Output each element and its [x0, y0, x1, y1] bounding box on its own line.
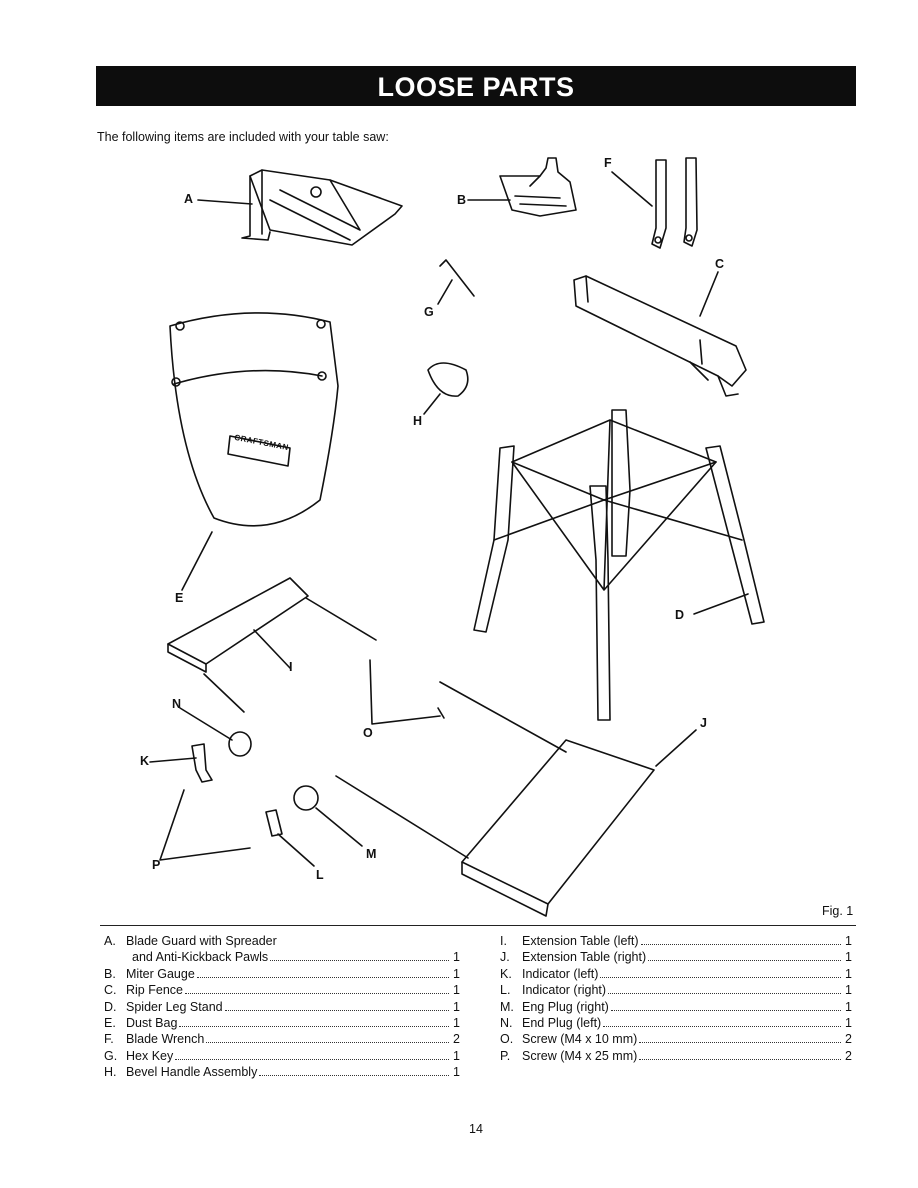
list-item: K. Indicator (left) 1	[500, 966, 852, 981]
divider	[100, 925, 856, 926]
bevel-handle-drawing	[423, 362, 469, 415]
callout-j: J	[700, 716, 707, 730]
callout-h: H	[413, 414, 423, 428]
callout-d: D	[675, 608, 685, 622]
parts-list-left: A. Blade Guard with Spreader and Anti-Ki…	[104, 933, 460, 1081]
dust-bag-drawing	[169, 312, 339, 591]
list-item: M. Eng Plug (right) 1	[500, 999, 852, 1014]
page-title: LOOSE PARTS	[96, 66, 856, 106]
end-plug-right-drawing	[293, 785, 363, 847]
list-item: F. Blade Wrench 2	[104, 1032, 460, 1047]
callout-i: I	[289, 660, 293, 674]
callout-n: N	[172, 697, 182, 711]
figure-label: Fig. 1	[822, 904, 854, 918]
list-item: C. Rip Fence 1	[104, 983, 460, 998]
callout-e: E	[175, 591, 184, 605]
list-item: A. Blade Guard with Spreader	[104, 934, 277, 948]
callout-l: L	[316, 868, 324, 882]
list-item: H. Bevel Handle Assembly 1	[104, 1065, 460, 1080]
parts-list-right: I. Extension Table (left) 1 J. Extension…	[500, 933, 852, 1064]
spider-leg-stand-drawing	[473, 409, 765, 721]
blade-wrench-drawing	[611, 157, 698, 249]
list-item: E. Dust Bag 1	[104, 1016, 460, 1031]
screw-o-drawing	[369, 659, 445, 725]
callout-g: G	[424, 305, 434, 319]
list-item: and Anti-Kickback Pawls 1	[132, 950, 460, 965]
list-item: N. End Plug (left) 1	[500, 1016, 852, 1031]
list-item: O. Screw (M4 x 10 mm) 2	[500, 1032, 852, 1047]
callout-k: K	[140, 754, 150, 768]
list-item: P. Screw (M4 x 25 mm) 2	[500, 1048, 852, 1063]
callout-m: M	[366, 847, 377, 861]
hex-key-drawing	[437, 259, 475, 305]
callout-o: O	[363, 726, 373, 740]
extension-table-right-drawing	[335, 681, 697, 917]
callout-f: F	[604, 156, 612, 170]
callout-c: C	[715, 257, 725, 271]
list-item: B. Miter Gauge 1	[104, 966, 460, 981]
intro-text: The following items are included with yo…	[97, 130, 389, 144]
list-item: D. Spider Leg Stand 1	[104, 999, 460, 1014]
page-number: 14	[469, 1122, 483, 1136]
screw-p-drawing	[159, 789, 251, 861]
indicator-left-drawing	[149, 743, 213, 783]
extension-table-left-drawing	[167, 577, 377, 713]
list-item: G. Hex Key 1	[104, 1048, 460, 1063]
rip-fence-drawing	[573, 271, 747, 397]
list-item: L. Indicator (right) 1	[500, 983, 852, 998]
callout-a: A	[184, 192, 194, 206]
list-item: I. Extension Table (left) 1	[500, 934, 852, 948]
miter-gauge-drawing	[467, 157, 577, 217]
end-plug-left-drawing	[179, 707, 252, 757]
callout-b: B	[457, 193, 467, 207]
blade-guard-drawing	[197, 169, 403, 246]
indicator-right-drawing	[265, 809, 315, 867]
callout-p: P	[152, 858, 161, 872]
dust-bag-brand: CRAFTSMAN	[233, 432, 290, 453]
list-item: J. Extension Table (right) 1	[500, 950, 852, 965]
